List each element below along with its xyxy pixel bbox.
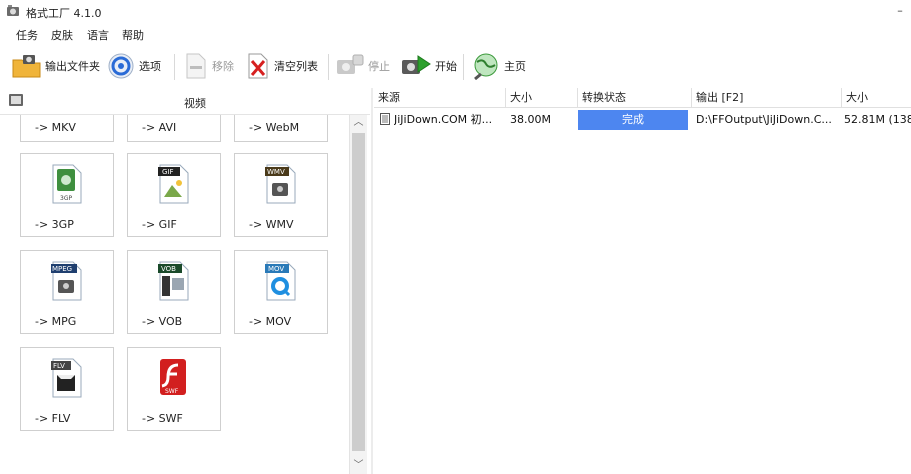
format-panel-scrollbar[interactable]: ︿ ﹀ — [349, 115, 367, 474]
format-label: -> MPG — [35, 315, 77, 328]
mpeg-file-icon: MPEG — [51, 261, 82, 301]
document-icon — [380, 113, 390, 125]
home-label: 主页 — [504, 60, 526, 73]
format-label: -> VOB — [142, 315, 183, 328]
scroll-up-arrow-icon[interactable]: ︿ — [353, 117, 364, 128]
format-tile-3gp[interactable]: 3GP -> 3GP — [20, 153, 114, 237]
remove-button[interactable]: 移除 — [183, 51, 234, 81]
home-globe-icon — [474, 53, 498, 80]
vob-file-icon: VOB — [158, 261, 189, 301]
video-category-icon — [9, 94, 23, 106]
toolbar-separator — [328, 54, 329, 80]
format-tile-mov[interactable]: MOV -> MOV — [234, 250, 328, 334]
flv-file-icon: FLV — [51, 358, 82, 398]
minimize-button[interactable]: – — [897, 4, 903, 17]
output-folder-button[interactable]: 输出文件夹 — [12, 51, 100, 81]
task-table: 来源 大小 转换状态 输出 [F2] 大小 JiJiDown.COM 初... … — [374, 88, 911, 474]
window-title: 格式工厂 4.1.0 — [26, 7, 102, 20]
options-gear-icon — [108, 53, 134, 79]
format-panel-header: 视频 — [0, 88, 370, 115]
menu-help[interactable]: 帮助 — [122, 29, 144, 42]
menu-language[interactable]: 语言 — [87, 29, 109, 42]
format-panel-title: 视频 — [184, 97, 206, 110]
format-tile-avi[interactable]: -> AVI — [127, 115, 221, 142]
icon-badge: MOV — [268, 265, 284, 273]
column-header-source[interactable]: 来源 — [374, 88, 506, 108]
format-tile-flv[interactable]: FLV -> FLV — [20, 347, 114, 431]
icon-badge: VOB — [161, 265, 176, 273]
wmv-file-icon: WMV — [265, 164, 296, 204]
toolbar-separator — [463, 54, 464, 80]
swf-flash-icon: SWF — [160, 359, 186, 395]
row-size[interactable]: 38.00M — [510, 113, 551, 126]
start-button[interactable]: 开始 — [400, 51, 457, 81]
icon-badge: WMV — [267, 168, 285, 176]
scrollbar-thumb[interactable] — [352, 133, 365, 451]
row-output[interactable]: D:\FFOutput\JiJiDown.C... — [696, 113, 832, 126]
mov-quicktime-icon: MOV — [265, 261, 296, 301]
title-bar: 格式工厂 4.1.0 – — [0, 0, 911, 24]
folder-icon — [12, 55, 41, 78]
toolbar: 输出文件夹 选项 移除 清空列表 停止 — [0, 46, 911, 86]
start-label: 开始 — [435, 60, 457, 73]
column-header-status[interactable]: 转换状态 — [578, 88, 692, 108]
column-header-size[interactable]: 大小 — [506, 88, 578, 108]
menu-bar: 任务 皮肤 语言 帮助 — [0, 24, 911, 44]
row-status-badge[interactable]: 完成 — [578, 110, 688, 130]
column-header-output-size[interactable]: 大小 — [842, 88, 911, 108]
output-folder-label: 输出文件夹 — [45, 60, 100, 73]
format-label: -> FLV — [35, 412, 71, 425]
stop-button[interactable]: 停止 — [335, 51, 390, 81]
toolbar-separator — [174, 54, 175, 80]
format-label: -> MKV — [35, 121, 76, 134]
app-logo-icon — [7, 5, 19, 16]
icon-badge: GIF — [162, 168, 174, 176]
format-tile-webm[interactable]: -> WebM — [234, 115, 328, 142]
icon-badge: MPEG — [52, 265, 72, 273]
format-tile-vob[interactable]: VOB -> VOB — [127, 250, 221, 334]
remove-label: 移除 — [212, 60, 234, 73]
icon-badge: FLV — [53, 362, 65, 370]
format-label: -> SWF — [142, 412, 183, 425]
options-label: 选项 — [139, 60, 161, 73]
format-panel: 视频 — [0, 88, 370, 474]
row-output-size[interactable]: 52.81M (138 — [844, 113, 911, 126]
format-tile-swf[interactable]: SWF -> SWF — [127, 347, 221, 431]
options-button[interactable]: 选项 — [106, 51, 161, 81]
format-label: -> WMV — [249, 218, 294, 231]
icon-badge: 3GP — [60, 195, 72, 202]
stop-icon — [337, 54, 364, 74]
pane-splitter[interactable] — [371, 88, 373, 474]
format-label: -> AVI — [142, 121, 177, 134]
clear-list-icon — [248, 53, 268, 79]
home-button[interactable]: 主页 — [471, 51, 526, 81]
clear-list-label: 清空列表 — [274, 60, 318, 73]
format-label: -> 3GP — [35, 218, 74, 231]
format-tile-mkv[interactable]: -> MKV — [20, 115, 114, 142]
3gp-file-icon: 3GP — [52, 164, 82, 204]
column-header-output[interactable]: 输出 [F2] — [692, 88, 842, 108]
menu-task[interactable]: 任务 — [16, 29, 38, 42]
format-label: -> GIF — [142, 218, 177, 231]
row-source[interactable]: JiJiDown.COM 初... — [394, 113, 493, 126]
menu-skin[interactable]: 皮肤 — [51, 29, 73, 42]
icon-badge: SWF — [165, 388, 179, 395]
gif-file-icon: GIF — [158, 164, 189, 204]
remove-document-icon — [186, 53, 206, 79]
scroll-down-arrow-icon[interactable]: ﹀ — [353, 460, 364, 471]
start-icon — [402, 55, 431, 74]
format-tile-wmv[interactable]: WMV -> WMV — [234, 153, 328, 237]
clear-list-button[interactable]: 清空列表 — [245, 51, 318, 81]
format-label: -> MOV — [249, 315, 292, 328]
stop-label: 停止 — [368, 60, 390, 73]
format-tile-mpg[interactable]: MPEG -> MPG — [20, 250, 114, 334]
format-label: -> WebM — [249, 121, 300, 134]
format-tile-gif[interactable]: GIF -> GIF — [127, 153, 221, 237]
